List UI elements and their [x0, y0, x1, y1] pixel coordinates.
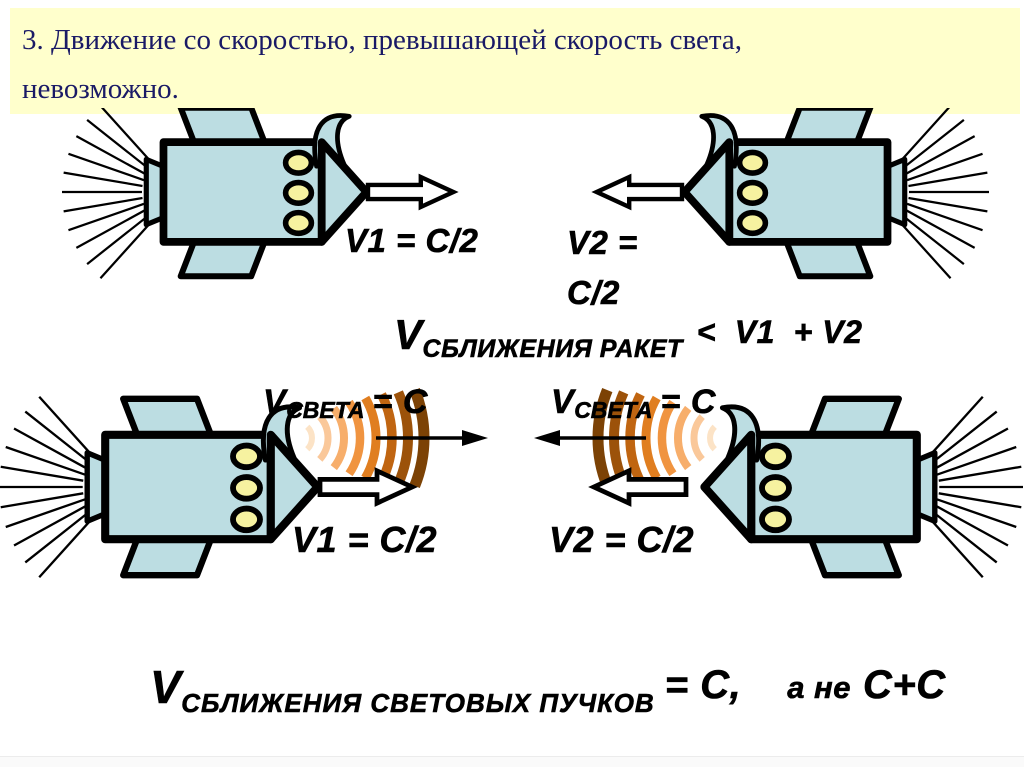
light-speed-rhs: = C	[372, 383, 428, 422]
label-v2-top-line1: V2 =	[567, 224, 638, 262]
label-v2-top-line2: C/2	[567, 274, 620, 312]
formula-rockets-subscript: СБЛИЖЕНИЯ РАКЕТ	[422, 335, 683, 364]
label-v1-bottom: V1 = C/2	[292, 519, 438, 561]
light-speed-base: V	[551, 383, 575, 422]
formula-rockets-closing: VСБЛИЖЕНИЯ РАКЕТ < V1 + V2	[394, 311, 863, 364]
formula-beams-note-expr: C+C	[863, 663, 946, 708]
rocket-bottom-left-icon	[0, 397, 318, 578]
formula-rockets-base: V	[394, 311, 423, 359]
formula-beams-subscript: СБЛИЖЕНИЯ СВЕТОВЫХ ПУЧКОВ	[181, 688, 655, 719]
title-line-1: 3. Движение со скоростью, превышающей ск…	[22, 24, 743, 56]
label-light-speed-right: VСВЕТА = C	[551, 383, 716, 424]
bottom-strip	[0, 756, 1024, 767]
label-v2-bottom: V2 = C/2	[549, 519, 695, 561]
rocket-bottom-right-icon	[704, 397, 1023, 578]
diagram-canvas	[0, 108, 1024, 668]
formula-beams-note: а не	[787, 670, 852, 706]
light-speed-subscript: СВЕТА	[574, 397, 653, 424]
slide-title: 3. Движение со скоростью, превышающей ск…	[22, 16, 1002, 114]
formula-beams-rhs: = C,	[664, 663, 742, 708]
title-band: 3. Движение со скоростью, превышающей ск…	[10, 8, 1020, 114]
title-line-2: невозможно.	[22, 73, 179, 105]
label-v1-top: V1 = C/2	[345, 222, 479, 260]
speed-arrow-top-right-icon	[597, 177, 682, 207]
formula-beams-base: V	[150, 661, 182, 714]
rocket-top-right-icon	[685, 108, 989, 278]
label-light-speed-left: VСВЕТА = C	[263, 383, 428, 424]
speed-arrow-top-left-icon	[368, 177, 453, 207]
light-speed-rhs: = C	[660, 383, 716, 422]
formula-beams-closing: VСБЛИЖЕНИЯ СВЕТОВЫХ ПУЧКОВ = C, а не C+C	[150, 660, 946, 719]
rocket-top-left-icon	[62, 108, 366, 278]
light-speed-subscript: СВЕТА	[286, 397, 365, 424]
formula-rockets-rhs: < V1 + V2	[696, 314, 863, 351]
light-speed-base: V	[263, 383, 287, 422]
